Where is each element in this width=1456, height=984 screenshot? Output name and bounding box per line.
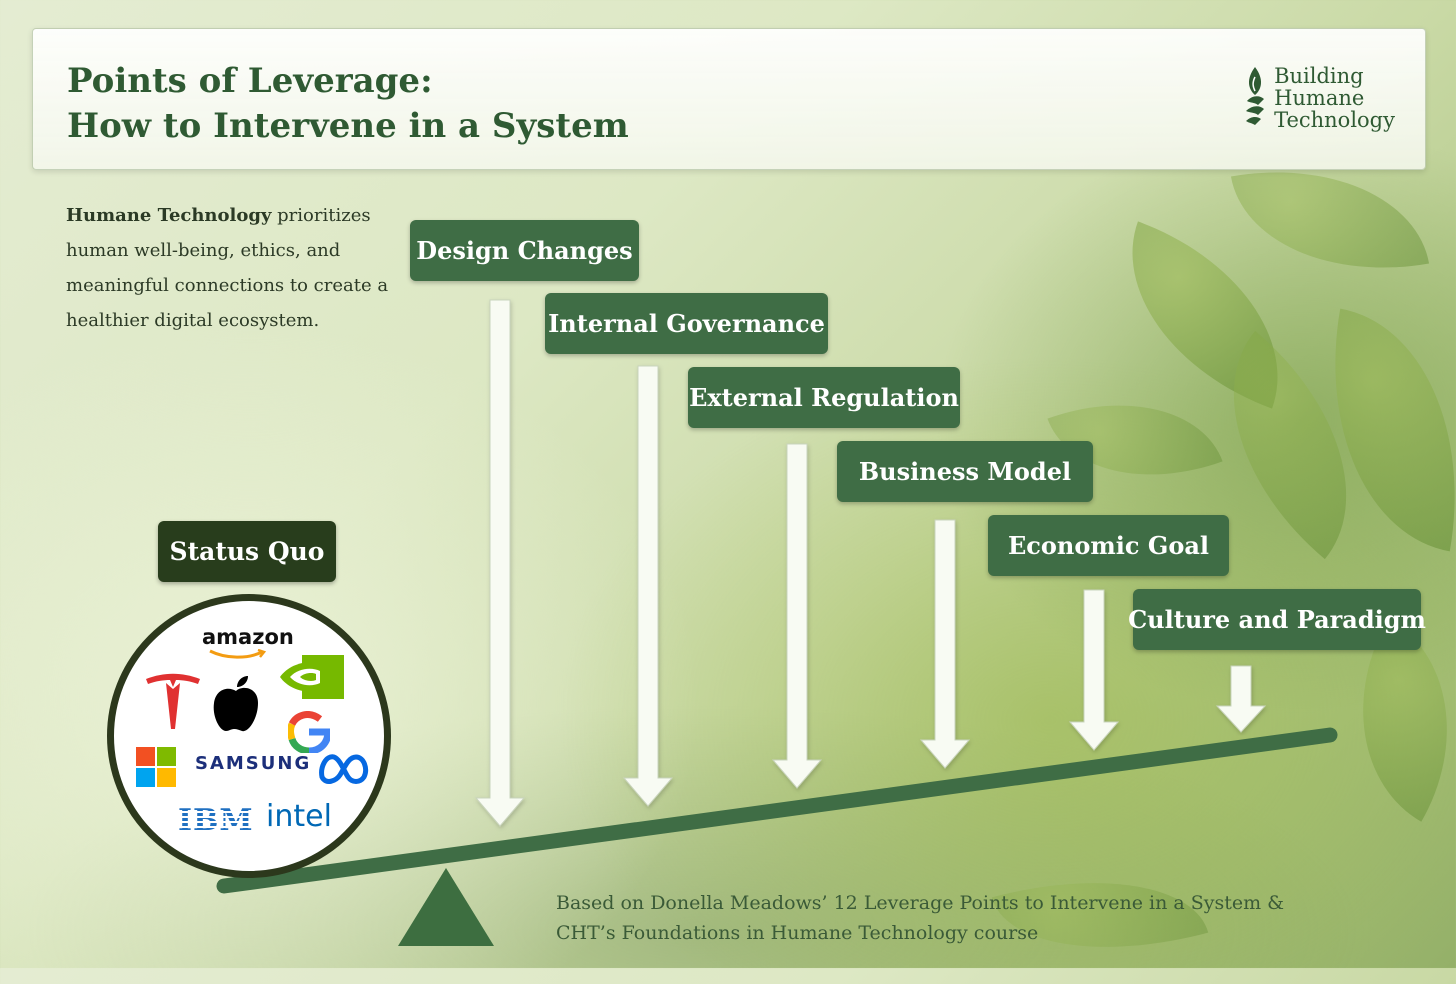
arrow-internal-governance [622,365,674,807]
big-tech-logos-circle: amazon SAMSUNG IBM [107,594,391,878]
brand-logo: Building Humane Technology [1242,65,1395,131]
header-banner: Points of Leverage: How to Intervene in … [32,28,1426,170]
ibm-logo: IBM [178,803,254,838]
brand-line-2: Humane [1274,86,1365,110]
microsoft-logo-icon [136,747,176,787]
status-quo-label: Status Quo [158,521,336,582]
intro-paragraph: Humane Technology prioritizes human well… [66,198,396,338]
meta-logo-icon [319,754,369,784]
apple-logo-icon [213,676,258,732]
amazon-smile-icon [209,649,267,659]
label-design-changes: Design Changes [410,220,639,281]
arrow-design-changes [474,299,526,827]
amazon-wordmark: amazon [202,625,294,649]
label-external-regulation: External Regulation [688,367,960,428]
torch-leaf-icon [1246,67,1265,125]
fulcrum-triangle [398,868,494,946]
label-internal-governance: Internal Governance [545,293,828,354]
arrow-economic-goal [1068,589,1120,751]
source-note-line-2: CHT’s Foundations in Humane Technology c… [556,922,1039,944]
arrow-business-model [919,519,971,769]
label-culture-and-paradigm: Culture and Paradigm [1128,589,1426,650]
label-business-model: Business Model [837,441,1093,502]
arrow-external-regulation [771,443,823,789]
source-note: Based on Donella Meadows’ 12 Leverage Po… [556,888,1316,948]
arrow-culture-and-paradigm [1215,665,1267,733]
samsung-logo: SAMSUNG [195,753,312,774]
amazon-logo: amazon [202,625,294,659]
ibm-wordmark: IBM [178,803,254,838]
label-economic-goal: Economic Goal [988,515,1229,576]
brand-line-1: Building [1274,64,1364,88]
google-logo-icon [288,711,330,753]
lever-beam [216,727,1338,894]
brand-line-3: Technology [1274,108,1395,132]
intro-bold: Humane Technology [66,205,272,226]
tesla-logo-icon [146,673,200,729]
title-line-1: Points of Leverage: [67,61,433,101]
source-note-line-1: Based on Donella Meadows’ 12 Leverage Po… [556,892,1285,914]
intro-text: prioritizes human well-being, ethics, an… [66,205,389,331]
nvidia-logo-icon [280,655,344,699]
title-line-2: How to Intervene in a System [67,106,629,146]
page-title: Points of Leverage: How to Intervene in … [67,59,629,149]
intel-logo: intel [266,799,332,834]
